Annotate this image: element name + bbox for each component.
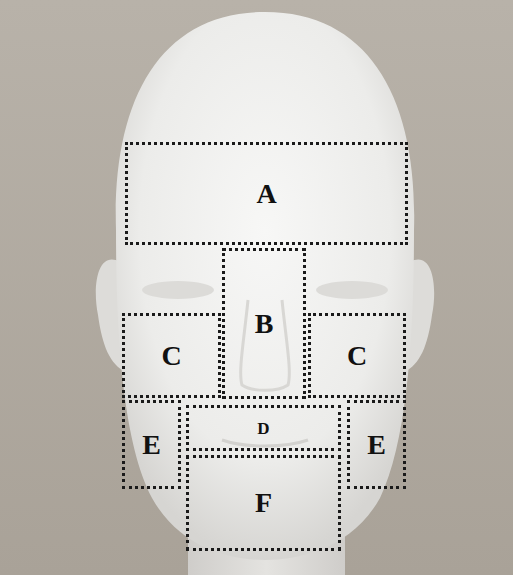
region-letter: C <box>161 342 181 370</box>
face-region-box: B <box>222 248 306 399</box>
face-region-box: A <box>125 142 408 245</box>
mouth <box>222 440 308 446</box>
face-region-box: E <box>122 400 181 489</box>
region-letter: F <box>255 489 272 517</box>
head-outline <box>116 12 414 560</box>
eye <box>316 281 388 299</box>
region-letter: E <box>142 431 161 459</box>
nose <box>241 300 290 390</box>
face-region-box: E <box>347 400 406 489</box>
face-region-box: C <box>308 313 406 398</box>
face-region-box: D <box>186 405 341 451</box>
region-letter: D <box>257 420 269 437</box>
region-letter: B <box>255 310 274 338</box>
eye <box>142 281 214 299</box>
region-letter: A <box>256 180 276 208</box>
face-region-box: C <box>122 313 221 398</box>
region-letter: C <box>347 342 367 370</box>
region-letter: E <box>367 431 386 459</box>
face-region-box: F <box>186 455 341 551</box>
